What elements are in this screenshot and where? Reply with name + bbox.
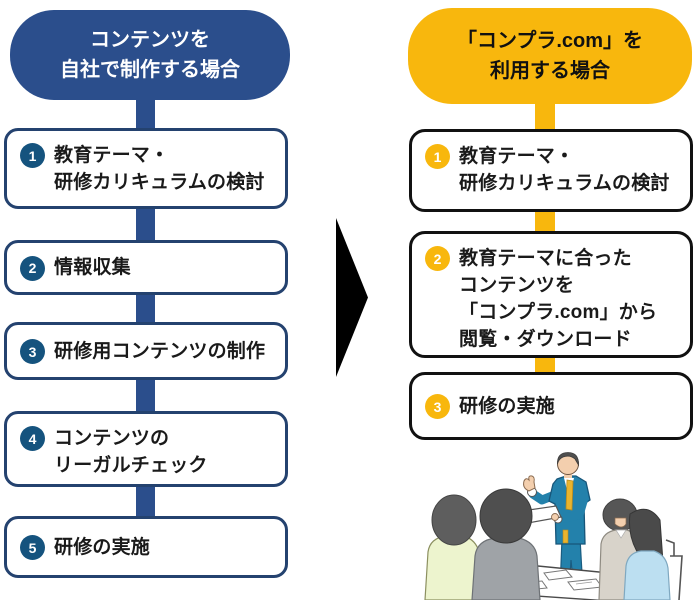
right-step-1: 1 教育テーマ・ 研修カリキュラムの検討: [409, 129, 693, 212]
step-number-badge: 1: [20, 143, 45, 168]
flow-arrow-icon: [336, 218, 368, 377]
step-number-badge: 3: [20, 339, 45, 364]
right-step-3: 3 研修の実施: [409, 372, 693, 440]
left-step-1: 1 教育テーマ・ 研修カリキュラムの検討: [4, 128, 288, 209]
step-label: 教育テーマに合った コンテンツを 「コンプラ.com」から 閲覧・ダウンロード: [459, 248, 658, 350]
step-label: 教育テーマ・ 研修カリキュラムの検討: [54, 145, 265, 193]
step-number-badge: 4: [20, 426, 45, 451]
right-flow-title: 「コンプラ.com」を 利用する場合: [408, 8, 692, 104]
step-label: 教育テーマ・ 研修カリキュラムの検討: [459, 146, 670, 194]
left-step-4: 4 コンテンツの リーガルチェック: [4, 411, 288, 487]
step-label: コンテンツの リーガルチェック: [54, 428, 208, 476]
step-number-badge: 1: [425, 144, 450, 169]
step-number-badge: 2: [425, 246, 450, 271]
left-flow-title: コンテンツを 自社で制作する場合: [10, 10, 290, 100]
step-label: 情報収集: [54, 257, 131, 278]
right-step-2: 2 教育テーマに合った コンテンツを 「コンプラ.com」から 閲覧・ダウンロー…: [409, 231, 693, 358]
step-number-badge: 5: [20, 535, 45, 560]
step-number-badge: 3: [425, 394, 450, 419]
step-label: 研修用コンテンツの制作: [54, 340, 266, 362]
training-meeting-illustration: [424, 452, 683, 600]
left-step-3: 3 研修用コンテンツの制作: [4, 322, 288, 380]
left-step-5: 5 研修の実施: [4, 516, 288, 578]
step-number-badge: 2: [20, 255, 45, 281]
step-label: 研修の実施: [54, 536, 151, 558]
audience-figures: [424, 488, 683, 600]
left-step-2: 2 情報収集: [4, 240, 288, 295]
step-label: 研修の実施: [459, 395, 556, 417]
